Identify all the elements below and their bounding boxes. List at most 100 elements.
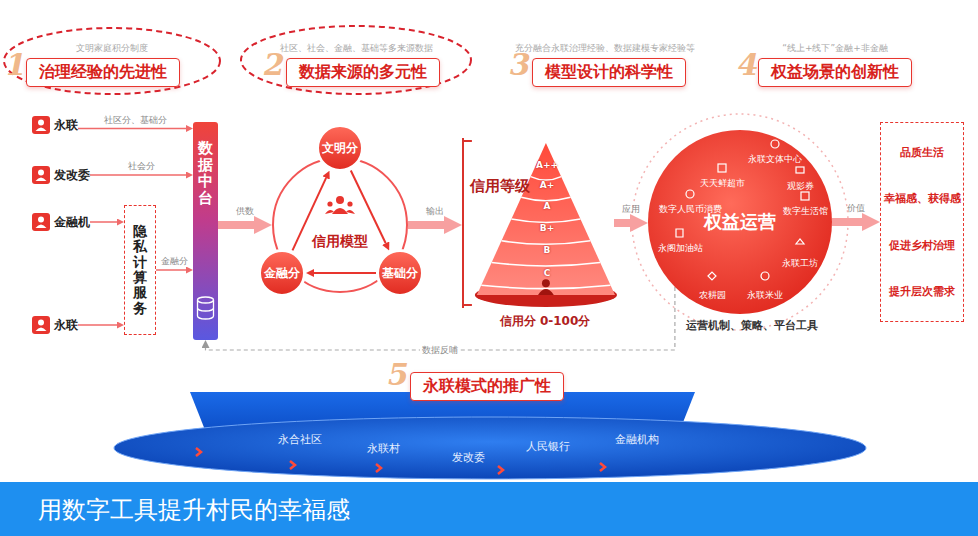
node-text: 数据中台 xyxy=(198,140,213,340)
label-text: 农耕园 xyxy=(699,289,726,302)
privacy-box: 隐私计算服务 xyxy=(124,205,156,335)
connector xyxy=(832,218,862,226)
node-text: 数据来源的多元性 xyxy=(299,62,427,83)
node-text: 永联村 xyxy=(367,441,400,456)
node-text: 永联模式的推广性 xyxy=(423,376,551,397)
label-text: 永联米业 xyxy=(747,289,783,302)
score-circle: 基础分 xyxy=(376,249,424,297)
node-text: 基础分 xyxy=(382,265,418,282)
value-box: 品质生活幸福感、获得感促进乡村治理提升层次需求 xyxy=(880,122,964,322)
rights-circle: 权益运营 xyxy=(648,130,832,314)
node-text: 促进乡村治理 xyxy=(889,238,955,253)
dashed-ellipse xyxy=(241,26,471,94)
callout-number: 2 xyxy=(264,50,285,80)
connector xyxy=(614,219,630,227)
label-text: 永阁加油站 xyxy=(658,242,703,255)
node-text: 品质生活 xyxy=(900,145,944,160)
edge-label: 数据反哺 xyxy=(420,344,460,357)
label-text: “线上+线下”金融+非金融 xyxy=(782,42,887,55)
node-text: B+ xyxy=(540,223,554,233)
heading-box: 永联模式的推广性 xyxy=(410,372,564,401)
person-icon xyxy=(32,116,50,134)
model-ring: 信用模型文明分金融分基础分 xyxy=(272,157,408,293)
source-box: 永联 xyxy=(54,315,78,335)
score-circle: 文明分 xyxy=(316,124,364,172)
edge-label: 输出 xyxy=(424,205,446,218)
node-text: A xyxy=(544,201,551,211)
label-text: 运营机制、策略、平台工具 xyxy=(686,318,818,333)
person-icon xyxy=(32,316,50,334)
source-box: 发改委 xyxy=(54,165,90,185)
node-text: 发改委 xyxy=(452,450,485,465)
shape-outline xyxy=(112,416,868,480)
callout-number: 5 xyxy=(388,360,409,390)
score-circle: 金融分 xyxy=(258,249,306,297)
connector xyxy=(408,221,444,229)
caption-text: 用数字工具提升村民的幸福感 xyxy=(38,494,350,526)
node-text: 永联 xyxy=(54,315,78,335)
node-text: 永合社区 xyxy=(278,432,322,447)
connector xyxy=(156,269,186,271)
person-icon xyxy=(32,166,50,184)
source-box: 金融机 xyxy=(54,212,90,232)
heading-box: 模型设计的科学性 xyxy=(532,58,686,87)
label-text: 观影券 xyxy=(787,180,814,193)
edge-label: 金融分 xyxy=(159,255,190,268)
node-text: C xyxy=(544,268,551,278)
connector xyxy=(314,272,376,274)
label-text: 信用分 0-100分 xyxy=(500,313,591,330)
server-icon xyxy=(198,297,214,319)
node-text: 信用模型 xyxy=(312,233,368,251)
node-text: 治理经验的先进性 xyxy=(39,62,167,83)
node-text: A++ xyxy=(536,160,558,170)
callout-number: 1 xyxy=(6,50,27,80)
grade-pyramid: 信用等级 A++ A+ A B+ B C xyxy=(462,138,614,308)
node-text: 永联 xyxy=(54,115,78,135)
connector xyxy=(78,128,186,130)
heading-box: 数据来源的多元性 xyxy=(286,58,440,87)
label-text: 充分融合永联治理经验、数据建模专家经验等 xyxy=(515,42,695,55)
heading-box: 治理经验的先进性 xyxy=(26,58,180,87)
node-text: A+ xyxy=(540,180,555,190)
platform-ellipse: 永合社区永联村发改委 人民银行 金融机构 xyxy=(112,416,868,480)
group-icon xyxy=(325,196,355,214)
edge-label: 应用 xyxy=(620,203,642,216)
caption-bar: 用数字工具提升村民的幸福感 xyxy=(0,482,978,536)
label-text: 永联工坊 xyxy=(782,257,818,270)
edge-label: 社会分 xyxy=(126,160,157,173)
edge-label: 社区分、基础分 xyxy=(102,113,169,126)
label-text: 文明家庭积分制度 xyxy=(76,42,148,55)
node-text: 幸福感、获得感 xyxy=(884,191,961,206)
node-text: 发改委 xyxy=(54,165,90,185)
node-text: 金融机构 xyxy=(615,432,659,447)
node-text: 金融机 xyxy=(54,212,90,232)
source-box: 永联 xyxy=(54,115,78,135)
person-icon xyxy=(32,213,50,231)
dashed-ellipse xyxy=(4,28,220,94)
connector xyxy=(351,171,386,244)
item-icons xyxy=(676,140,809,280)
connector xyxy=(218,221,254,229)
node-text: B xyxy=(544,245,551,255)
node-text: 模型设计的科学性 xyxy=(545,62,673,83)
node-text: 隐私计算服务 xyxy=(133,224,147,316)
label-text: 永联文体中心 xyxy=(748,153,802,166)
data-hub-bar: 数据中台 xyxy=(193,122,218,340)
chevrons xyxy=(196,448,605,474)
node-text: 信用等级 xyxy=(470,178,485,195)
edge-label: 供数 xyxy=(234,205,256,218)
label-text: 社区、社会、金融、基础等多来源数据 xyxy=(280,42,433,55)
label-text: 数字生活馆 xyxy=(783,205,828,218)
connector xyxy=(90,221,117,223)
heading-box: 权益场景的创新性 xyxy=(758,58,912,87)
connector xyxy=(78,324,117,326)
connector xyxy=(90,174,186,176)
edge-label: 价值 xyxy=(845,202,867,215)
dotted-ring xyxy=(632,114,848,330)
callout-number: 3 xyxy=(510,50,531,80)
callout-number: 4 xyxy=(738,50,759,80)
node-text: 人民银行 xyxy=(526,439,570,454)
